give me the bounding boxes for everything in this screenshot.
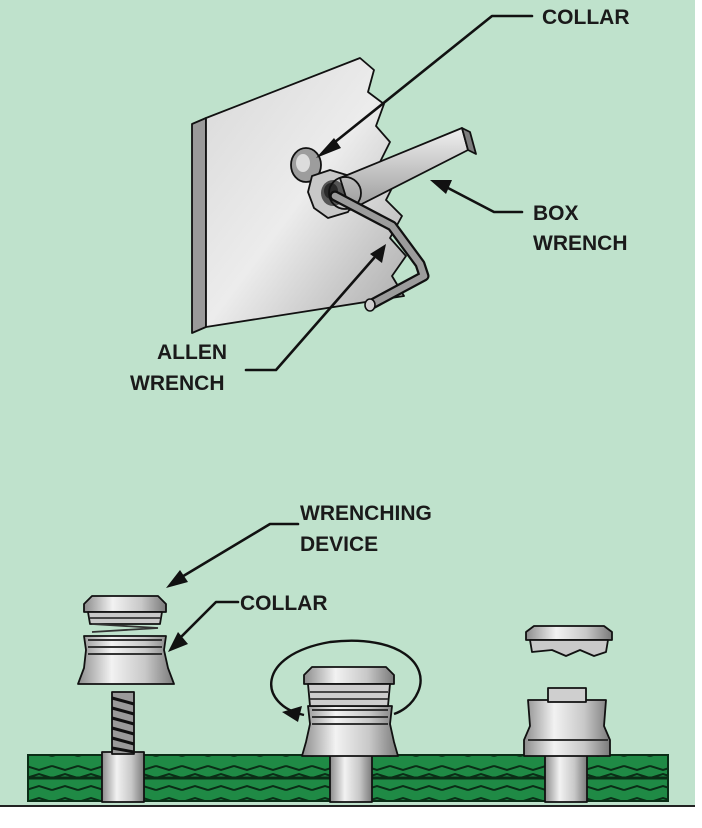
bottom-border [0,805,695,807]
collar-3 [523,699,611,757]
bottom-installation-sequence [27,595,669,803]
collar-2 [301,705,399,757]
collar-1 [77,635,175,685]
collar-top-arrow [316,138,341,158]
collar-bottom-label: COLLAR [240,592,328,615]
wrenching-device-2 [303,666,395,685]
wrenching-device-3 [525,625,613,641]
box-wrench-arrow [430,180,452,194]
box-wrench-label-line1: BOX [533,202,579,225]
stage-2-torquing [270,639,422,803]
stage-3-device-sheared [523,625,613,803]
allen-wrench-label-line1: ALLEN [157,341,227,364]
wrenching-device-1 [83,595,167,613]
top-leader-lines [244,14,534,372]
pin-shank-1 [101,751,145,803]
top-assembly-illustration [191,57,477,334]
pin-shank-3 [544,751,588,803]
collar-bottom-arrow [168,632,188,652]
wrenching-device-arrow [166,570,188,588]
plate-edge [191,117,207,334]
rotation-arrow [270,639,422,717]
wrenching-device-label-line1: WRENCHING [300,502,432,525]
allen-wrench-arrow [370,244,386,263]
stage-1-before-install [77,595,175,803]
collar-top-label: COLLAR [542,6,630,29]
wrenching-device-label-line2: DEVICE [300,533,378,556]
pin-shank-2 [329,751,373,803]
bottom-leader-lines [166,522,300,652]
allen-wrench-label-line2: WRENCH [130,372,225,395]
box-wrench-label-line2: WRENCH [533,232,628,255]
